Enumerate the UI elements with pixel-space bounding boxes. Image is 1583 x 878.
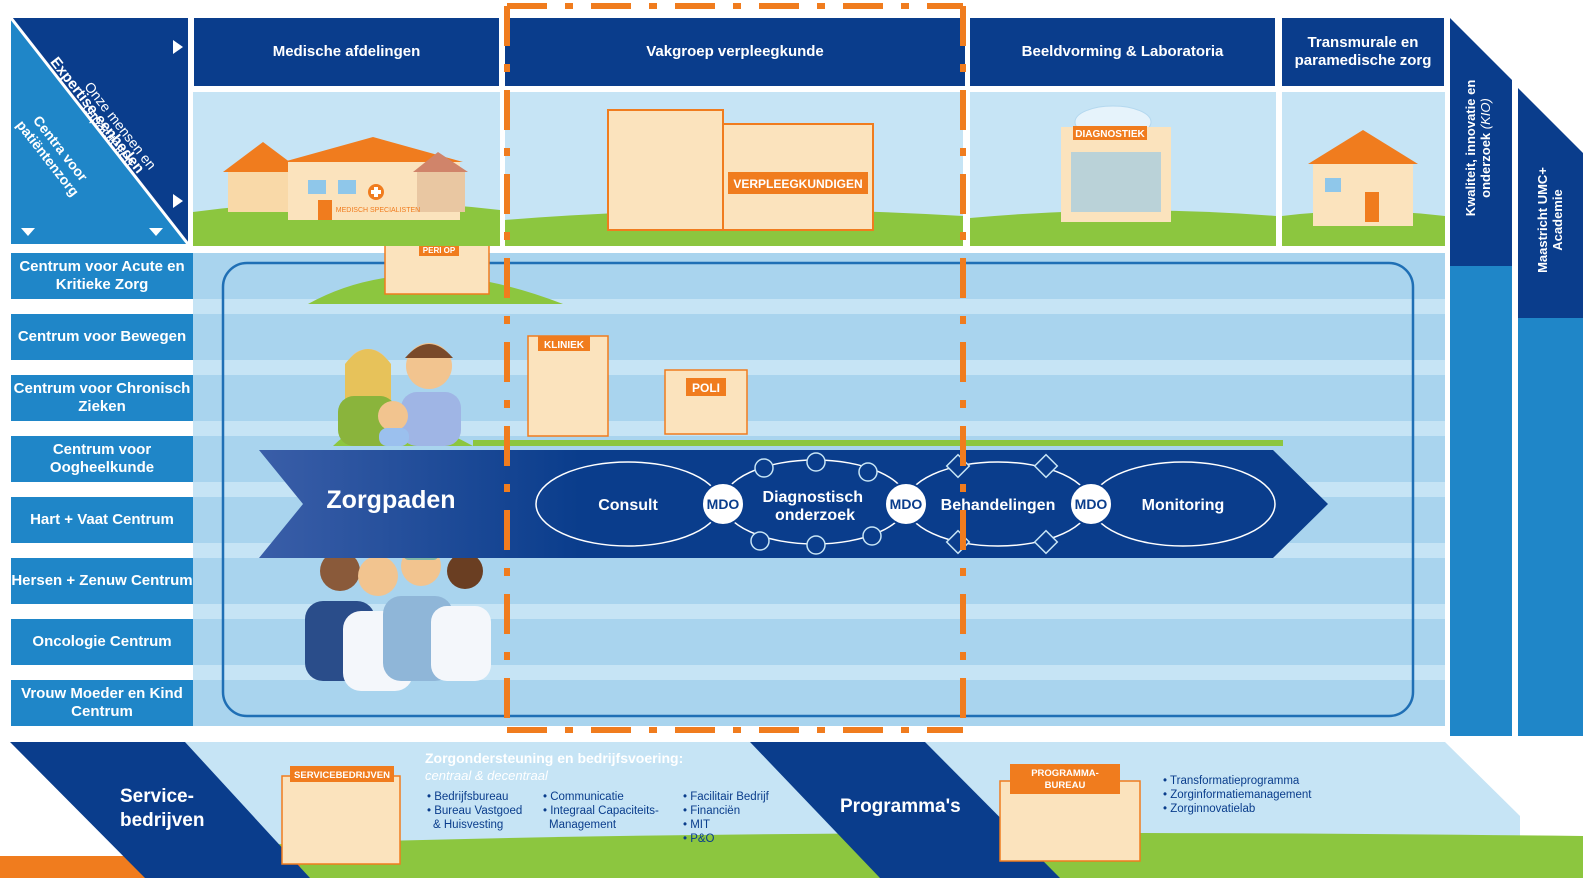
arrow-right-icon [173, 194, 183, 208]
svg-text:KLINIEK: KLINIEK [544, 340, 585, 351]
nursing-column-dashed-frame [504, 3, 966, 733]
support-subtitle: centraal & decentraal [425, 768, 548, 783]
patients-illustration [333, 343, 473, 446]
kio-label: Kwaliteit, innovatie en onderzoek (KIO) [1463, 79, 1493, 217]
support-list-2: • Communicatie • Integraal Capaciteits- … [543, 791, 659, 831]
outpatient-building: POLI [664, 369, 748, 435]
programs-label: Programma's [840, 796, 961, 817]
corner-diagonal [11, 18, 188, 244]
arrow-down-icon [21, 228, 35, 236]
diagnostics-building: DIAGNOSTIEK [1061, 105, 1171, 222]
support-title: Zorgondersteuning en bedrijfsvoering: [425, 750, 684, 766]
svg-text:POLI: POLI [692, 381, 720, 395]
mdo-node-1: MDO [701, 482, 745, 526]
clinic-building: KLINIEK [527, 335, 609, 437]
svg-text:VERPLEEGKUNDIGEN: VERPLEEGKUNDIGEN [733, 177, 862, 191]
centre-heart-vascular: Hart + Vaat Centrum [11, 497, 193, 543]
step-treatments: Behandelingen [941, 497, 1056, 514]
column-scenes: MEDISCH SPECIALISTEN VERPLEEGKUNDIGEN DI… [193, 92, 1445, 246]
support-list-1: • Bedrijfsbureau • Bureau Vastgoed & Hui… [427, 791, 523, 831]
academy-label: Maastricht UMC+ Academie [1535, 167, 1565, 273]
centre-chronic: Centrum voor Chronisch Zieken [11, 375, 193, 421]
svg-text:BUREAU: BUREAU [1045, 780, 1086, 791]
svg-text:MDO: MDO [707, 496, 740, 512]
service-companies-label: Service-bedrijven [120, 786, 205, 831]
centre-acute-care: Centrum voor Acute en Kritieke Zorg [11, 253, 193, 299]
transmural-house [1308, 130, 1418, 226]
pathway-arrow [259, 450, 1328, 558]
step-monitoring: Monitoring [1142, 497, 1225, 514]
bottom-band: SERVICEBEDRIJVEN PROGRAMMA- BUREAU [0, 736, 1583, 878]
mdo-node-3: MDO [1069, 482, 1113, 526]
step-consult: Consult [598, 497, 658, 514]
medical-specialists-building: MEDISCH SPECIALISTEN [223, 137, 468, 220]
side-columns [1450, 18, 1583, 818]
column-header-medical: Medische afdelingen [194, 18, 499, 86]
mdo-node-2: MDO [884, 482, 928, 526]
column-header-imaging: Beeldvorming & Laboratoria [970, 18, 1275, 86]
arrow-right-icon [173, 40, 183, 54]
centre-brain-nerve: Hersen + Zenuw Centrum [11, 558, 193, 604]
svg-text:PROGRAMMA-: PROGRAMMA- [1031, 768, 1099, 779]
svg-text:SERVICEBEDRIJVEN: SERVICEBEDRIJVEN [294, 770, 390, 781]
svg-text:MDO: MDO [890, 496, 923, 512]
svg-text:MEDISCH SPECIALISTEN: MEDISCH SPECIALISTEN [336, 207, 420, 214]
column-header-transmural: Transmurale en paramedische zorg [1282, 18, 1444, 86]
pathway-title: Zorgpaden [326, 486, 455, 514]
step-diagnostics: Diagnostisch onderzoek [763, 489, 868, 524]
service-band [10, 742, 310, 878]
centre-movement: Centrum voor Bewegen [11, 314, 193, 360]
svg-text:PERI OP: PERI OP [423, 246, 456, 255]
care-pathway-canvas: PERI OP KLINIEK POLI [221, 246, 1415, 718]
programs-band [750, 742, 1060, 878]
support-list-3: • Facilitair Bedrijf • Financiën • MIT •… [683, 791, 769, 845]
svg-text:MDO: MDO [1075, 496, 1108, 512]
arrow-down-icon [149, 228, 163, 236]
periop-building: PERI OP [384, 246, 490, 295]
column-header-nursing: Vakgroep verpleegkunde [505, 18, 965, 86]
service-building: SERVICEBEDRIJVEN [281, 766, 401, 865]
centre-ophthalmology: Centrum voor Oogheelkunde [11, 436, 193, 482]
svg-text:DIAGNOSTIEK: DIAGNOSTIEK [1075, 129, 1145, 140]
centre-oncology: Oncologie Centrum [11, 619, 193, 665]
care-centres-frame [221, 261, 1415, 718]
nursing-building: VERPLEEGKUNDIGEN [607, 109, 874, 231]
centre-mother-child: Vrouw Moeder en Kind Centrum [11, 680, 193, 726]
programs-list: • Transformatieprogramma • Zorginformati… [1163, 775, 1312, 815]
program-office-building: PROGRAMMA- BUREAU [999, 764, 1141, 862]
